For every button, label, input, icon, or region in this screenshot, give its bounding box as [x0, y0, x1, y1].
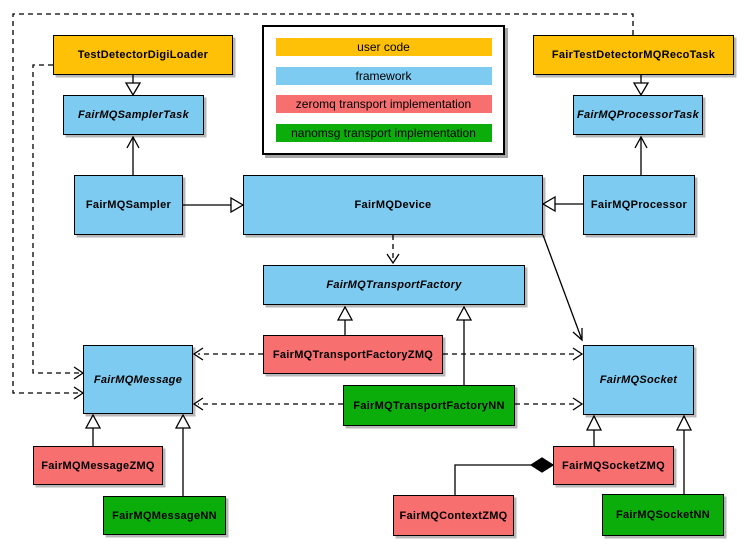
inheritance-sampler-device	[183, 196, 245, 214]
node-fairmqsocketnn: FairMQSocketNN	[602, 494, 724, 536]
inheritance-digiloader-samplertask	[124, 75, 142, 97]
association-processor-processortask	[634, 135, 648, 175]
node-fairmqmessagenn: FairMQMessageNN	[103, 496, 226, 535]
node-fairmqtransportfactory: FairMQTransportFactory	[263, 265, 525, 305]
node-fairmqtransportfactoryzmq: FairMQTransportFactoryZMQ	[263, 335, 443, 374]
association-sampler-samplertask	[126, 135, 140, 175]
node-fairmqsamplertask: FairMQSamplerTask	[63, 95, 204, 135]
inheritance-socketzmq-socket	[585, 414, 603, 446]
node-fairmqdevice: FairMQDevice	[243, 175, 543, 235]
legend-item-framework: framework	[275, 66, 492, 85]
node-fairmqtransportfactorynn: FairMQTransportFactoryNN	[343, 385, 515, 426]
legend-item-nanomsg: nanomsg transport implementation	[275, 124, 492, 143]
node-fairtestdetectormqrecotask: FairTestDetectorMQRecoTask	[533, 35, 734, 75]
inheritance-recotask-processortask	[632, 75, 650, 97]
legend-item-zeromq: zeromq transport implementation	[275, 95, 492, 114]
inheritance-factorynn-factory	[455, 305, 473, 385]
legend-item-user-code: user code	[275, 37, 492, 56]
inheritance-messagenn-message	[174, 413, 192, 496]
node-testdetectordigiloader: TestDetectorDigiLoader	[53, 35, 233, 75]
node-fairmqcontextzmq: FairMQContextZMQ	[393, 495, 514, 536]
node-fairmqsocketzmq: FairMQSocketZMQ	[553, 446, 674, 485]
inheritance-factoryzmq-factory	[336, 305, 354, 335]
inheritance-processor-device	[541, 195, 583, 213]
node-fairmqmessage: FairMQMessage	[83, 345, 193, 414]
association-device-socket	[542, 234, 583, 342]
dependency-factoryzmq-to-socket	[443, 347, 584, 361]
dependency-factorynn-to-socket	[515, 397, 584, 411]
inheritance-messagezmq-message	[84, 413, 102, 446]
node-fairmqmessagezmq: FairMQMessageZMQ	[33, 446, 163, 485]
dependency-factoryzmq-to-message	[192, 347, 263, 361]
node-fairmqsampler: FairMQSampler	[74, 175, 183, 235]
node-fairmqprocessor: FairMQProcessor	[583, 175, 695, 235]
dependency-factorynn-to-message	[192, 397, 343, 411]
inheritance-socketnn-socket	[675, 414, 693, 494]
dependency-device-to-factory	[386, 235, 400, 265]
legend: user code framework zeromq transport imp…	[262, 25, 505, 155]
node-fairmqsocket: FairMQSocket	[583, 345, 694, 415]
composition-contextzmq-socketzmq	[454, 457, 555, 495]
node-fairmqprocessortask: FairMQProcessorTask	[573, 95, 703, 135]
